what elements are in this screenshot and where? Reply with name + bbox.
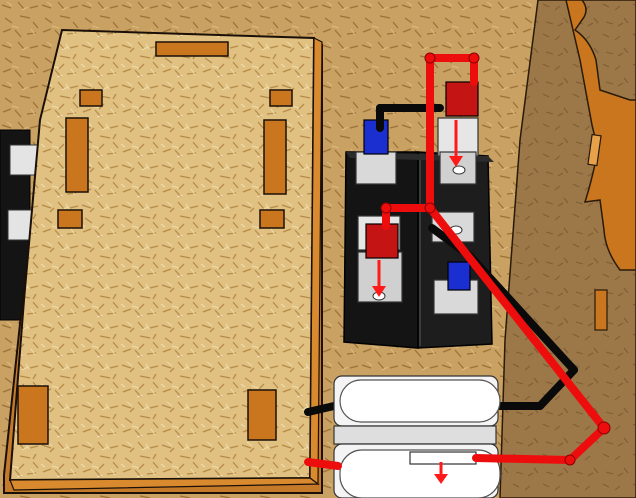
board-slot xyxy=(248,390,276,440)
red-plug xyxy=(446,82,478,116)
red-plug xyxy=(366,224,398,258)
wall-slot xyxy=(595,290,607,330)
terminal-mid-left xyxy=(358,216,402,302)
osb-top-board xyxy=(4,30,322,493)
blue-plug xyxy=(448,262,470,290)
pad-upper xyxy=(334,376,500,444)
board-slot xyxy=(18,386,48,444)
board-slot xyxy=(58,210,82,228)
board-slot xyxy=(80,90,102,106)
board-slot xyxy=(260,210,284,228)
pad-lower xyxy=(334,444,500,498)
board-slot xyxy=(270,90,292,106)
board-slot xyxy=(66,118,88,192)
board-slot xyxy=(156,42,228,56)
board-slot xyxy=(264,120,286,194)
